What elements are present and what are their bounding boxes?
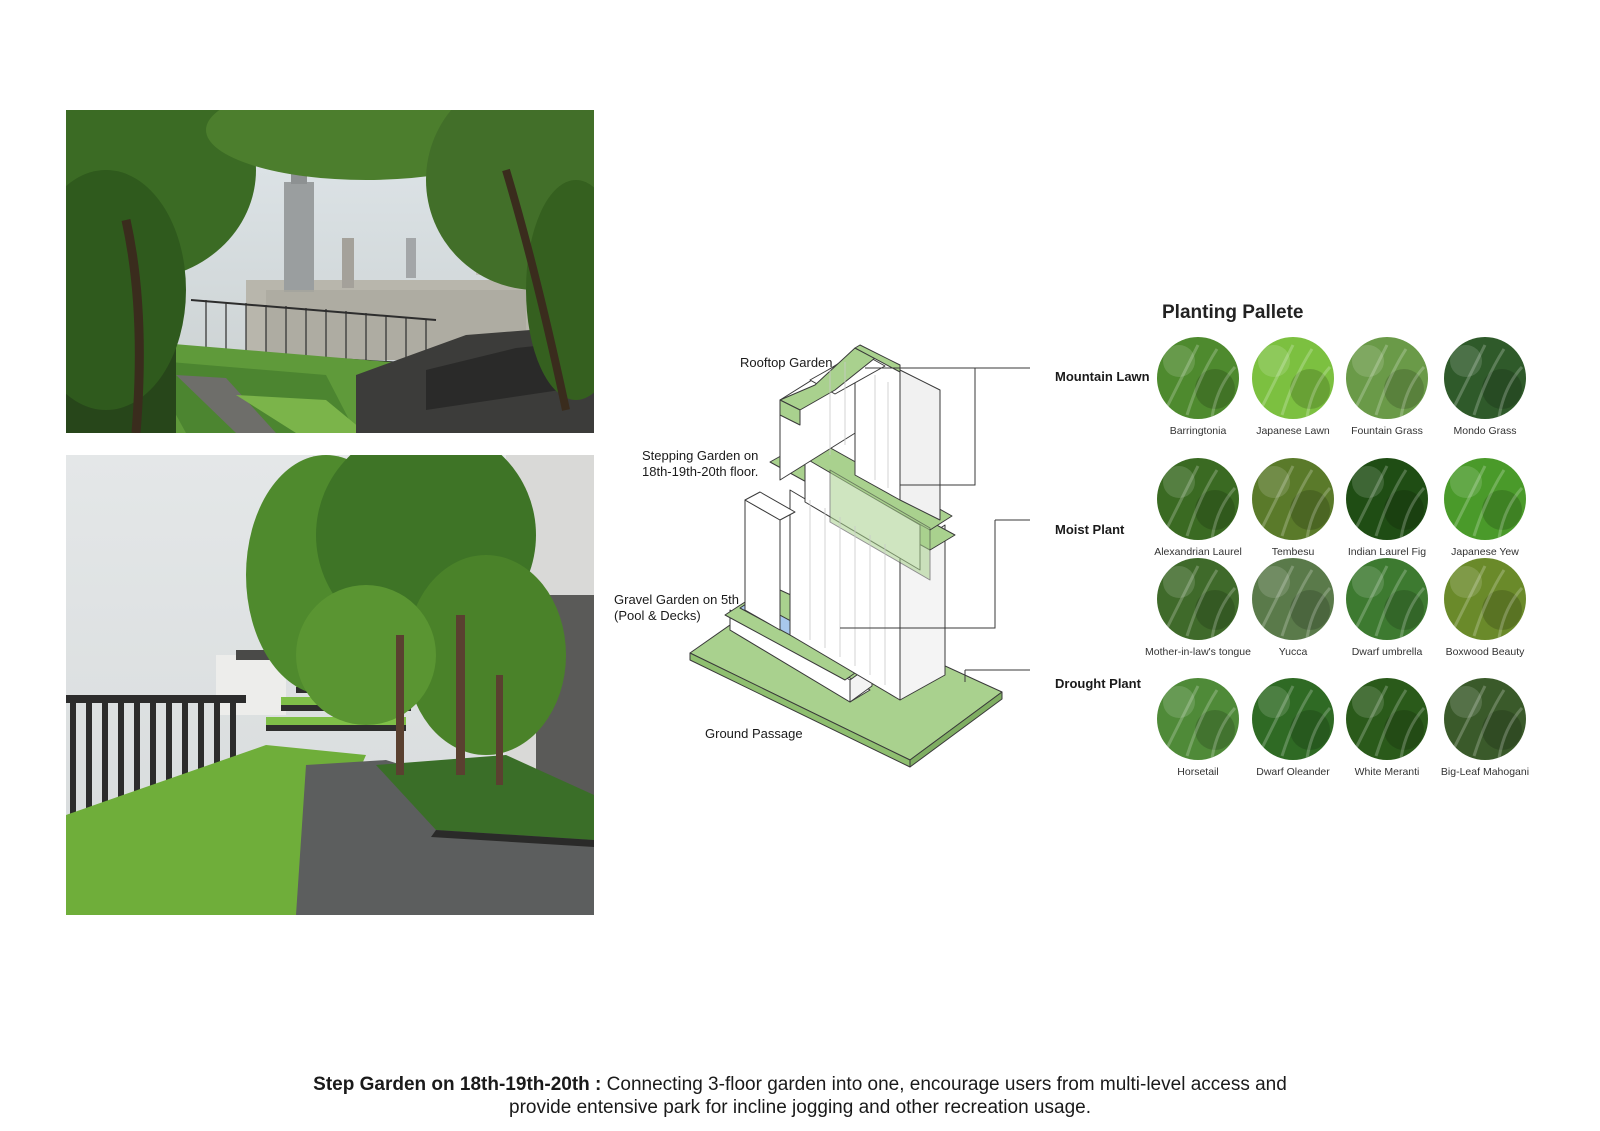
plant-swatch: Barringtonia bbox=[1138, 337, 1258, 437]
plant-swatch: Indian Laurel Fig bbox=[1327, 458, 1447, 558]
plant-name: Tembesu bbox=[1271, 546, 1315, 558]
caption-line1: Connecting 3-floor garden into one, enco… bbox=[606, 1074, 1287, 1095]
plant-name: Japanese Yew bbox=[1451, 546, 1519, 558]
plant-name: Dwarf umbrella bbox=[1351, 646, 1423, 658]
plant-name: Fountain Grass bbox=[1351, 425, 1423, 437]
stepping-garden-photo bbox=[66, 455, 594, 915]
label-ground-passage: Ground Passage bbox=[705, 726, 803, 741]
plant-swatch: Japanese Yew bbox=[1425, 458, 1545, 558]
label-stepping-line2: 18th-19th-20th floor. bbox=[642, 464, 759, 479]
plant-photo bbox=[1444, 458, 1526, 540]
plant-photo bbox=[1157, 678, 1239, 760]
plant-photo bbox=[1157, 458, 1239, 540]
plant-photo bbox=[1346, 458, 1428, 540]
plant-photo bbox=[1444, 558, 1526, 640]
plant-photo bbox=[1444, 337, 1526, 419]
plant-name: Indian Laurel Fig bbox=[1347, 546, 1427, 558]
plant-name: Mondo Grass bbox=[1453, 425, 1517, 437]
plant-swatch: Big-Leaf Mahogani bbox=[1425, 678, 1545, 778]
plant-swatch: Dwarf Oleander bbox=[1233, 678, 1353, 778]
label-stepping-garden: Stepping Garden on 18th-19th-20th floor. bbox=[642, 448, 758, 480]
plant-name: Boxwood Beauty bbox=[1445, 646, 1525, 658]
plant-swatch: Yucca bbox=[1233, 558, 1353, 658]
plant-name: Alexandrian Laurel bbox=[1154, 546, 1242, 558]
plant-name: Big-Leaf Mahogani bbox=[1440, 766, 1530, 778]
plant-swatch: White Meranti bbox=[1327, 678, 1447, 778]
label-gravel-garden: Gravel Garden on 5th (Pool & Decks) bbox=[614, 592, 739, 624]
rooftop-terrace-photo bbox=[66, 110, 594, 433]
category-drought-plant: Drought Plant bbox=[1055, 676, 1141, 691]
plant-name: Mother-in-law's tongue bbox=[1145, 646, 1251, 658]
plant-photo bbox=[1252, 678, 1334, 760]
label-stepping-line1: Stepping Garden on bbox=[642, 448, 759, 463]
plant-photo bbox=[1346, 558, 1428, 640]
plant-photo bbox=[1252, 458, 1334, 540]
category-mountain-lawn: Mountain Lawn bbox=[1055, 369, 1150, 384]
plant-photo bbox=[1157, 558, 1239, 640]
plant-photo bbox=[1444, 678, 1526, 760]
building-diagram bbox=[600, 330, 1160, 800]
plant-swatch: Alexandrian Laurel bbox=[1138, 458, 1258, 558]
plant-swatch: Dwarf umbrella bbox=[1327, 558, 1447, 658]
plant-name: Horsetail bbox=[1177, 766, 1219, 778]
caption-heading: Step Garden on 18th-19th-20th : bbox=[313, 1074, 602, 1095]
caption: Step Garden on 18th-19th-20th : Connecti… bbox=[0, 1073, 1600, 1119]
plant-swatch: Boxwood Beauty bbox=[1425, 558, 1545, 658]
plant-name: White Meranti bbox=[1354, 766, 1420, 778]
plant-photo bbox=[1346, 678, 1428, 760]
label-rooftop-garden: Rooftop Garden bbox=[740, 355, 833, 370]
plant-name: Barringtonia bbox=[1169, 425, 1227, 437]
plant-swatch: Fountain Grass bbox=[1327, 337, 1447, 437]
plant-swatch: Japanese Lawn bbox=[1233, 337, 1353, 437]
plant-name: Yucca bbox=[1278, 646, 1308, 658]
label-gravel-line2: (Pool & Decks) bbox=[614, 608, 701, 623]
plant-swatch: Mondo Grass bbox=[1425, 337, 1545, 437]
label-gravel-line1: Gravel Garden on 5th bbox=[614, 592, 740, 607]
palette-title: Planting Pallete bbox=[1162, 302, 1304, 323]
category-moist-plant: Moist Plant bbox=[1055, 522, 1125, 537]
plant-swatch: Horsetail bbox=[1138, 678, 1258, 778]
plant-swatch: Mother-in-law's tongue bbox=[1138, 558, 1258, 658]
plant-photo bbox=[1157, 337, 1239, 419]
plant-photo bbox=[1252, 337, 1334, 419]
plant-photo bbox=[1346, 337, 1428, 419]
plant-swatch: Tembesu bbox=[1233, 458, 1353, 558]
caption-line2: provide entensive park for incline joggi… bbox=[509, 1097, 1091, 1118]
plant-name: Dwarf Oleander bbox=[1256, 766, 1330, 778]
plant-photo bbox=[1252, 558, 1334, 640]
plant-name: Japanese Lawn bbox=[1256, 425, 1330, 437]
